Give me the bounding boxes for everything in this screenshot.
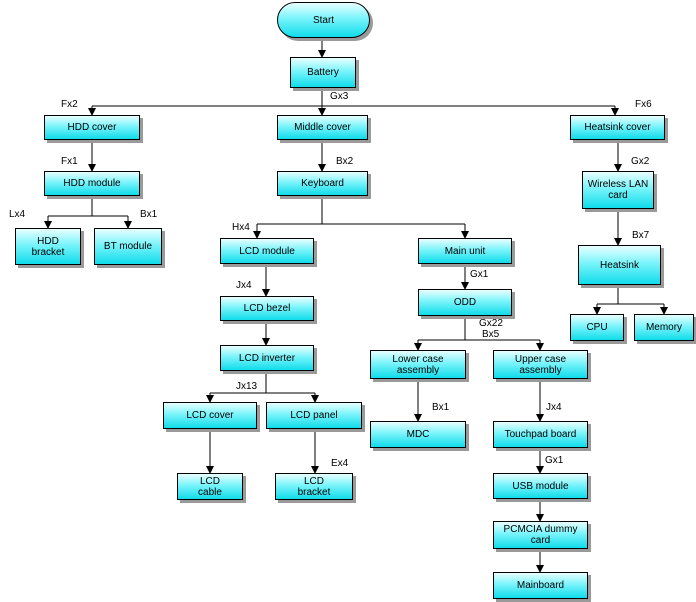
node-hdd-module: HDD module: [44, 171, 140, 196]
label-bx1-hdd: Bx1: [140, 209, 158, 220]
node-hdd-bracket: HDD bracket: [15, 228, 81, 265]
node-lower-case-assembly: Lower case assembly: [370, 350, 466, 379]
label-hx4: Hx4: [232, 222, 250, 233]
node-lcd-cover: LCD cover: [163, 402, 257, 429]
node-heatsink: Heatsink: [578, 245, 661, 285]
label-jx13: Jx13: [236, 381, 258, 392]
node-heatsink-cover: Heatsink cover: [570, 115, 665, 140]
label-fx1: Fx1: [61, 156, 78, 167]
node-touchpad-board: Touchpad board: [493, 421, 588, 448]
node-lcd-bezel: LCD bezel: [220, 296, 314, 321]
node-lcd-module: LCD module: [220, 238, 314, 264]
node-mainboard: Mainboard: [493, 572, 588, 599]
node-middle-cover: Middle cover: [277, 115, 368, 140]
label-bx2: Bx2: [336, 156, 354, 167]
node-odd: ODD: [418, 289, 512, 316]
label-bx1-mdc: Bx1: [432, 402, 450, 413]
node-cpu: CPU: [570, 314, 624, 341]
label-lx4: Lx4: [9, 209, 26, 220]
node-wireless-lan-card: Wireless LAN card: [582, 171, 654, 209]
node-bt-module: BT module: [94, 228, 162, 265]
label-fx2: Fx2: [61, 99, 78, 110]
label-bx7: Bx7: [632, 230, 650, 241]
node-pcmcia-dummy-card: PCMCIA dummy card: [493, 521, 588, 549]
node-usb-module: USB module: [493, 473, 588, 499]
node-mdc: MDC: [370, 421, 466, 448]
node-main-unit: Main unit: [418, 238, 512, 264]
node-lcd-panel: LCD panel: [266, 402, 362, 429]
node-battery: Battery: [290, 57, 356, 88]
label-fx6: Fx6: [635, 99, 652, 110]
label-jx4-bezel: Jx4: [236, 280, 252, 291]
label-jx4-touchpad: Jx4: [546, 402, 562, 413]
node-lcd-inverter: LCD inverter: [220, 345, 314, 371]
node-start: Start: [277, 2, 370, 38]
label-gx1-odd: Gx1: [470, 269, 489, 280]
node-lcd-bracket: LCD bracket: [275, 473, 353, 500]
label-gx22: Gx22: [479, 318, 503, 329]
label-ex4: Ex4: [331, 458, 349, 469]
node-lcd-cable: LCD cable: [177, 473, 243, 500]
node-keyboard: Keyboard: [277, 171, 368, 196]
node-upper-case-assembly: Upper case assembly: [493, 350, 588, 379]
label-gx1-usb: Gx1: [545, 455, 564, 466]
label-gx2: Gx2: [631, 156, 650, 167]
node-hdd-cover: HDD cover: [44, 115, 140, 140]
label-bx5: Bx5: [482, 329, 500, 340]
node-memory: Memory: [634, 314, 694, 341]
label-gx3: Gx3: [330, 91, 349, 102]
